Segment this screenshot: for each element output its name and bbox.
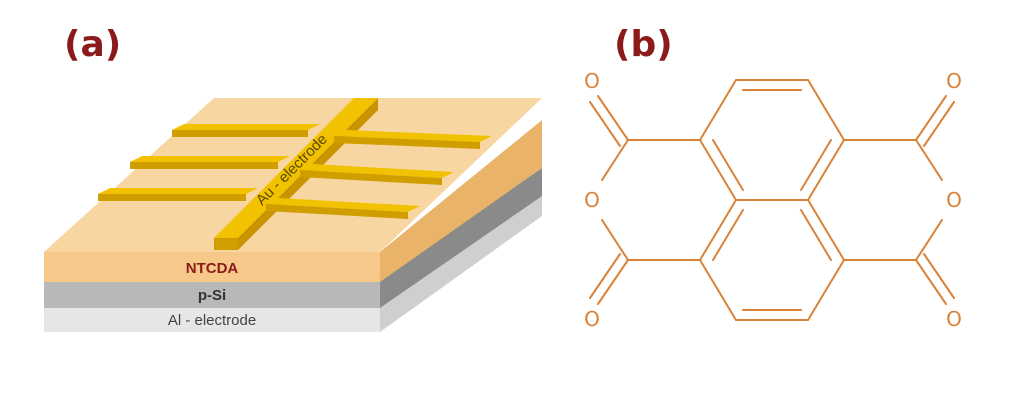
- dbl-r-bot-a: [915, 259, 947, 305]
- al-electrode-label: Al - electrode: [168, 312, 256, 329]
- ntcda-front: [44, 252, 380, 282]
- inner-double-4: [712, 209, 744, 261]
- dbl-l-top-b: [589, 101, 621, 147]
- panel-a-label: (a): [64, 24, 122, 65]
- bond-r4: [915, 219, 943, 261]
- au-finger-right-3: [266, 198, 420, 212]
- bond-l4: [601, 219, 629, 261]
- oxygen-top-left: O: [584, 69, 600, 93]
- dbl-l-bot-a: [597, 259, 629, 305]
- al-electrode-side: [380, 194, 542, 332]
- au-finger-right-3-front: [266, 204, 408, 219]
- psi-label: p-Si: [198, 287, 226, 304]
- ring-outline: [698, 79, 846, 321]
- oxygen-bot-right: O: [946, 307, 962, 331]
- au-finger-right-1-front: [334, 136, 480, 149]
- bond-l3: [601, 139, 629, 181]
- au-spine-front: [214, 238, 238, 250]
- oxygen-mid-right: O: [946, 188, 962, 212]
- oxygen-top-right: O: [946, 69, 962, 93]
- bond-r3: [915, 139, 943, 181]
- au-finger-left-3: [98, 188, 258, 194]
- au-finger-left-1-front: [172, 130, 308, 137]
- psi-side: [380, 168, 542, 308]
- psi-front: [44, 282, 380, 308]
- au-finger-right-2: [300, 164, 454, 178]
- dbl-l-top-a: [597, 95, 629, 141]
- au-electrode: [98, 98, 492, 250]
- au-finger-left-2: [130, 156, 290, 162]
- ntcda-label: NTCDA: [186, 260, 239, 277]
- oxygen-mid-left: O: [584, 188, 600, 212]
- dbl-l-bot-b: [589, 253, 621, 299]
- dbl-r-top-b: [923, 101, 955, 147]
- device-schematic: Au - electrode NTCDA p-Si Al - electrode: [44, 98, 542, 332]
- dbl-r-top-a: [915, 95, 947, 141]
- al-electrode-front: [44, 306, 380, 332]
- au-finger-left-1: [172, 124, 320, 130]
- au-finger-left-3-front: [98, 194, 246, 201]
- inner-double-3: [800, 139, 832, 191]
- panel-b-label: (b): [614, 24, 673, 65]
- au-spine-top: [214, 98, 378, 238]
- dbl-r-bot-b: [923, 253, 955, 299]
- inner-double-2: [712, 139, 744, 191]
- inner-double-5: [800, 209, 832, 261]
- ntcda-side: [380, 120, 542, 282]
- au-finger-right-1: [334, 130, 492, 142]
- au-finger-right-2-front: [300, 170, 442, 185]
- oxygen-bot-left: O: [584, 307, 600, 331]
- au-finger-left-2-front: [130, 162, 278, 169]
